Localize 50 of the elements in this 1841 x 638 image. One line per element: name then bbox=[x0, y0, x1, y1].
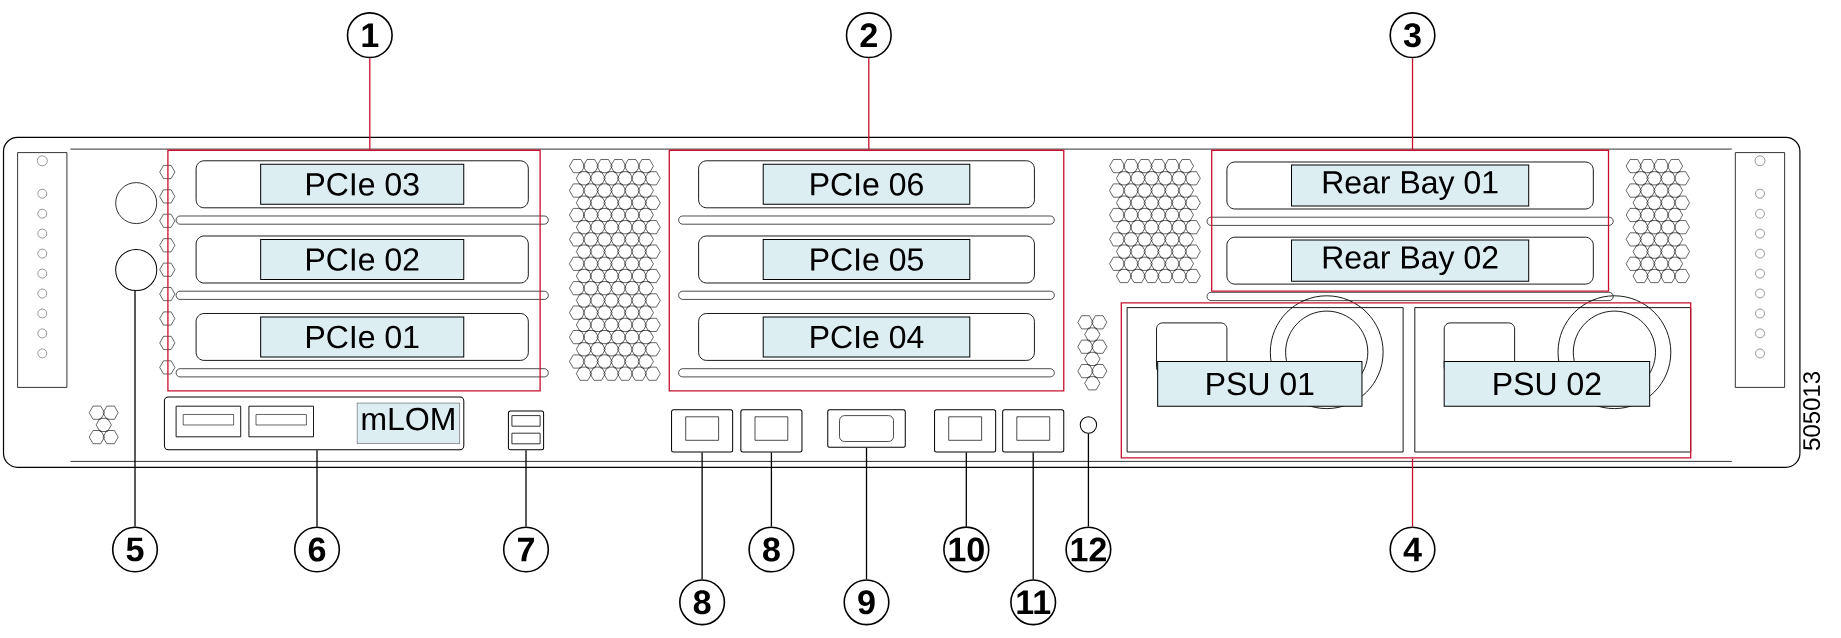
connector-part bbox=[827, 409, 906, 448]
callout-number: 3 bbox=[1389, 12, 1436, 59]
connector-part bbox=[934, 409, 997, 453]
callout-number: 1 bbox=[346, 12, 393, 59]
slot-label: PCIe 02 bbox=[260, 239, 465, 280]
slot-label: PCIe 01 bbox=[260, 316, 465, 358]
leader-line bbox=[134, 290, 136, 528]
leader-line bbox=[1411, 457, 1414, 528]
callout-number: 11 bbox=[1010, 579, 1057, 626]
slot-label: Rear Bay 01 bbox=[1291, 164, 1530, 207]
leader-line bbox=[1411, 57, 1414, 151]
slot-label: Rear Bay 02 bbox=[1291, 239, 1530, 282]
slot-label: PSU 01 bbox=[1157, 361, 1363, 407]
leader-line bbox=[868, 57, 870, 151]
callout-number: 2 bbox=[845, 12, 892, 59]
leader-line bbox=[369, 57, 371, 151]
callout-number: 9 bbox=[843, 579, 890, 626]
callout-number: 5 bbox=[111, 526, 159, 573]
callout-number: 6 bbox=[293, 526, 341, 573]
callout-number: 12 bbox=[1065, 526, 1112, 573]
callout-number: 4 bbox=[1389, 526, 1436, 573]
mlom-card: mLOM bbox=[163, 396, 465, 451]
highlight-frame bbox=[668, 149, 1065, 392]
leader-line bbox=[865, 447, 868, 580]
connector-part bbox=[507, 410, 545, 451]
slot-label: PCIe 04 bbox=[762, 316, 971, 358]
connector-part bbox=[740, 409, 803, 453]
connector-part bbox=[671, 409, 734, 453]
callout-number: 8 bbox=[748, 526, 795, 573]
leader-line bbox=[1032, 451, 1034, 580]
leader-line bbox=[1087, 433, 1090, 528]
leader-line bbox=[770, 451, 773, 528]
connector-part bbox=[115, 248, 158, 292]
highlight-frame bbox=[167, 149, 541, 392]
leader-line bbox=[965, 451, 967, 527]
slot-label: PCIe 03 bbox=[260, 163, 465, 205]
callout-number: 10 bbox=[943, 526, 990, 573]
slot-label: PCIe 06 bbox=[762, 163, 971, 205]
connector-part bbox=[1079, 416, 1098, 434]
callout-number: 7 bbox=[502, 526, 550, 573]
leader-line bbox=[525, 449, 527, 528]
slot-label: PSU 02 bbox=[1443, 361, 1651, 407]
connector-part bbox=[1002, 409, 1065, 453]
leader-line bbox=[316, 449, 318, 528]
highlight-frame bbox=[1120, 302, 1692, 459]
slot-label: PCIe 05 bbox=[762, 239, 971, 280]
leader-line bbox=[701, 451, 703, 580]
highlight-frame bbox=[1211, 149, 1610, 292]
callout-number: 8 bbox=[679, 579, 726, 626]
figure-number: 505013 bbox=[1803, 371, 1821, 450]
